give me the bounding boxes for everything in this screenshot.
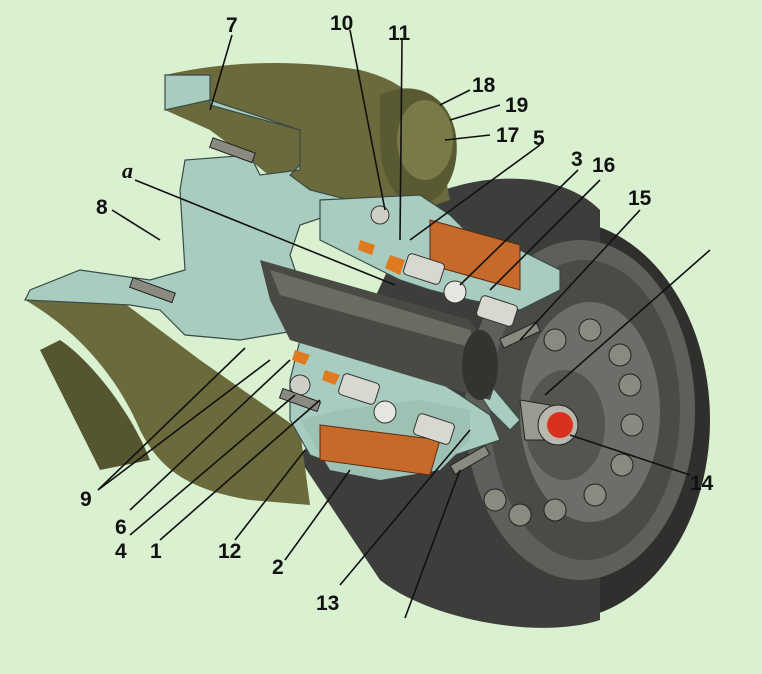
label-17: 17 [496,124,519,147]
label-19: 19 [505,94,528,117]
balancer-arm [25,300,310,505]
label-11: 11 [388,22,411,45]
callout-labels: 7 10 11 18 19 17 5 3 16 15 a 8 14 9 6 4 … [80,12,714,615]
label-12: 12 [218,540,241,563]
label-13: 13 [316,592,339,615]
axle-shaft [260,260,500,400]
bronze-bushings [319,219,521,476]
label-14: 14 [690,472,714,495]
label-16: 16 [592,154,615,177]
label-2: 2 [272,556,284,579]
label-4: 4 [115,540,127,563]
label-3: 3 [571,148,583,171]
label-1: 1 [150,540,162,563]
leader-lines [97,29,711,619]
label-15: 15 [628,187,652,210]
bearings [289,205,518,445]
label-9: 9 [80,488,92,511]
label-10: 10 [330,12,353,35]
hub-bolts [483,318,644,527]
label-8: 8 [96,196,108,219]
seals [292,240,405,385]
label-6: 6 [115,516,127,539]
label-7: 7 [226,14,238,37]
label-a: a [122,158,133,183]
end-cap-bolt [519,399,579,446]
label-18: 18 [472,74,496,97]
label-5: 5 [533,127,545,150]
threaded-bolts [128,137,541,476]
